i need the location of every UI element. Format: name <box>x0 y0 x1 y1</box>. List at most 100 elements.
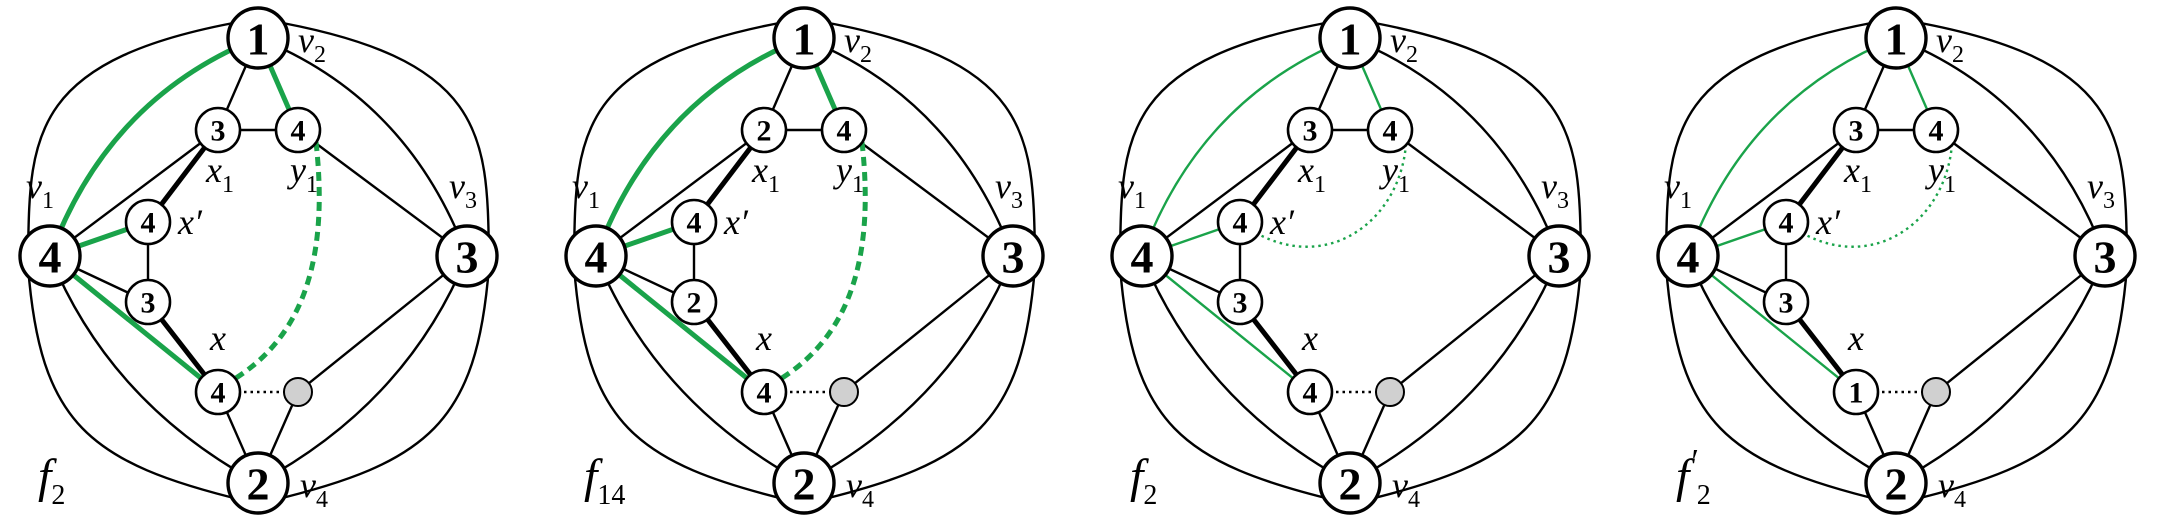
node-color-xp: 4 <box>1233 207 1248 240</box>
node-color-v1: 4 <box>1131 232 1154 283</box>
vertex-label-x1: x1 <box>751 150 780 198</box>
node-y1 <box>274 106 322 154</box>
vertex-label-xp: x′ <box>1269 202 1295 242</box>
edge-v1-v2 <box>593 35 805 257</box>
edge-v1-v4-outer <box>572 265 793 503</box>
node-v1 <box>1110 224 1174 288</box>
node-v3 <box>981 224 1045 288</box>
node-color-m: 2 <box>687 287 702 320</box>
edge-v1-v4 <box>1140 255 1351 485</box>
edge-v1-x <box>594 254 766 394</box>
vertex-label-v4: v4 <box>1938 465 1966 513</box>
node-color-v1: 4 <box>39 232 62 283</box>
node-color-m: 3 <box>1233 287 1248 320</box>
vertex-label-v2: v2 <box>844 20 872 68</box>
node-x <box>740 368 788 416</box>
node-v3 <box>1527 224 1591 288</box>
node-x <box>194 368 242 416</box>
vertex-label-v3: v3 <box>995 166 1023 214</box>
node-v4 <box>1864 451 1928 515</box>
vertex-label-v2: v2 <box>1390 20 1418 68</box>
node-color-v3: 3 <box>1002 232 1025 283</box>
edge-v1-x1 <box>1141 129 1311 257</box>
edge-v3-v4 <box>257 255 469 485</box>
node-color-m: 3 <box>1779 287 1794 320</box>
edge-y1-xp-dotted <box>1257 143 1408 248</box>
node-color-x1: 3 <box>1303 115 1318 148</box>
node-color-v4: 2 <box>1885 459 1908 510</box>
node-x1 <box>740 106 788 154</box>
node-color-xp: 4 <box>141 207 156 240</box>
edge-v1-v2-outer <box>1664 18 1889 257</box>
face-label: f2 <box>38 450 65 511</box>
vertex-label-v4: v4 <box>300 465 328 513</box>
vertex-label-x: x <box>209 318 226 358</box>
node-color-v4: 2 <box>1339 459 1362 510</box>
edge-v3-v4-outer <box>815 265 1037 503</box>
vertex-label-y1: y1 <box>833 150 864 198</box>
edge-v1-x <box>1687 255 1857 393</box>
edge-v1-v2 <box>1686 36 1897 257</box>
node-m <box>670 278 718 326</box>
vertex-label-y1: y1 <box>287 150 318 198</box>
node-color-v3: 3 <box>1548 232 1571 283</box>
vertex-label-x: x <box>1847 318 1864 358</box>
edge-v2-v3-outer <box>1357 18 1583 257</box>
node-xp <box>1762 198 1810 246</box>
vertex-label-v3: v3 <box>1541 166 1569 214</box>
node-color-v2: 1 <box>1885 14 1908 65</box>
edge-v2-v3 <box>1349 36 1561 257</box>
node-color-v2: 1 <box>793 14 816 65</box>
edge-v2-v3 <box>257 36 469 257</box>
edge-v2-v3 <box>803 36 1015 257</box>
vertex-label-v2: v2 <box>298 20 326 68</box>
edge-v1-v4 <box>1686 255 1897 485</box>
node-color-v3: 3 <box>2094 232 2117 283</box>
edge-v3-v4 <box>803 255 1015 485</box>
edge-v2-v3-outer <box>811 18 1037 257</box>
vertex-label-v4: v4 <box>846 465 874 513</box>
face-label: f14 <box>584 450 625 511</box>
edge-g-v3 <box>843 255 1014 393</box>
node-color-y1: 4 <box>291 115 306 148</box>
node-v1 <box>1656 224 1720 288</box>
edge-v1-v4 <box>594 255 805 485</box>
node-x1 <box>1832 106 1880 154</box>
vertex-label-x: x <box>1301 318 1318 358</box>
node-y1 <box>820 106 868 154</box>
node-color-x1: 3 <box>1849 115 1864 148</box>
edge-v1-v4-outer <box>1664 265 1885 503</box>
vertex-label-x1: x1 <box>1843 150 1872 198</box>
vertex-label-v3: v3 <box>2087 166 2115 214</box>
vertex-label-v1: v1 <box>1118 166 1146 214</box>
node-color-v2: 1 <box>247 14 270 65</box>
vertex-label-v1: v1 <box>1664 166 1692 214</box>
node-v2 <box>1864 6 1928 70</box>
node-color-v2: 1 <box>1339 14 1362 65</box>
node-v3 <box>435 224 499 288</box>
node-y1 <box>1366 106 1414 154</box>
vertex-label-v1: v1 <box>572 166 600 214</box>
edge-v3-v4-outer <box>1907 265 2129 503</box>
node-m <box>124 278 172 326</box>
node-x <box>1286 368 1334 416</box>
edge-v1-v2-outer <box>1118 18 1343 257</box>
edge-g-v3 <box>1389 255 1560 393</box>
edge-v1-v2 <box>47 35 259 257</box>
edge-v3-v4-outer <box>269 265 491 503</box>
node-v1 <box>18 224 82 288</box>
edge-v2-v3-outer <box>265 18 491 257</box>
node-color-x1: 2 <box>757 115 772 148</box>
node-color-y1: 4 <box>837 115 852 148</box>
edge-v3-v4 <box>1895 255 2107 485</box>
edge-y1-v3 <box>1935 129 2106 257</box>
edge-v1-v2 <box>1140 36 1351 257</box>
edge-y1-v3 <box>297 129 468 257</box>
edge-v1-x1 <box>49 129 219 257</box>
edge-v3-v4-outer <box>1361 265 1583 503</box>
node-v2 <box>1318 6 1382 70</box>
edge-v1-x1 <box>595 129 765 257</box>
